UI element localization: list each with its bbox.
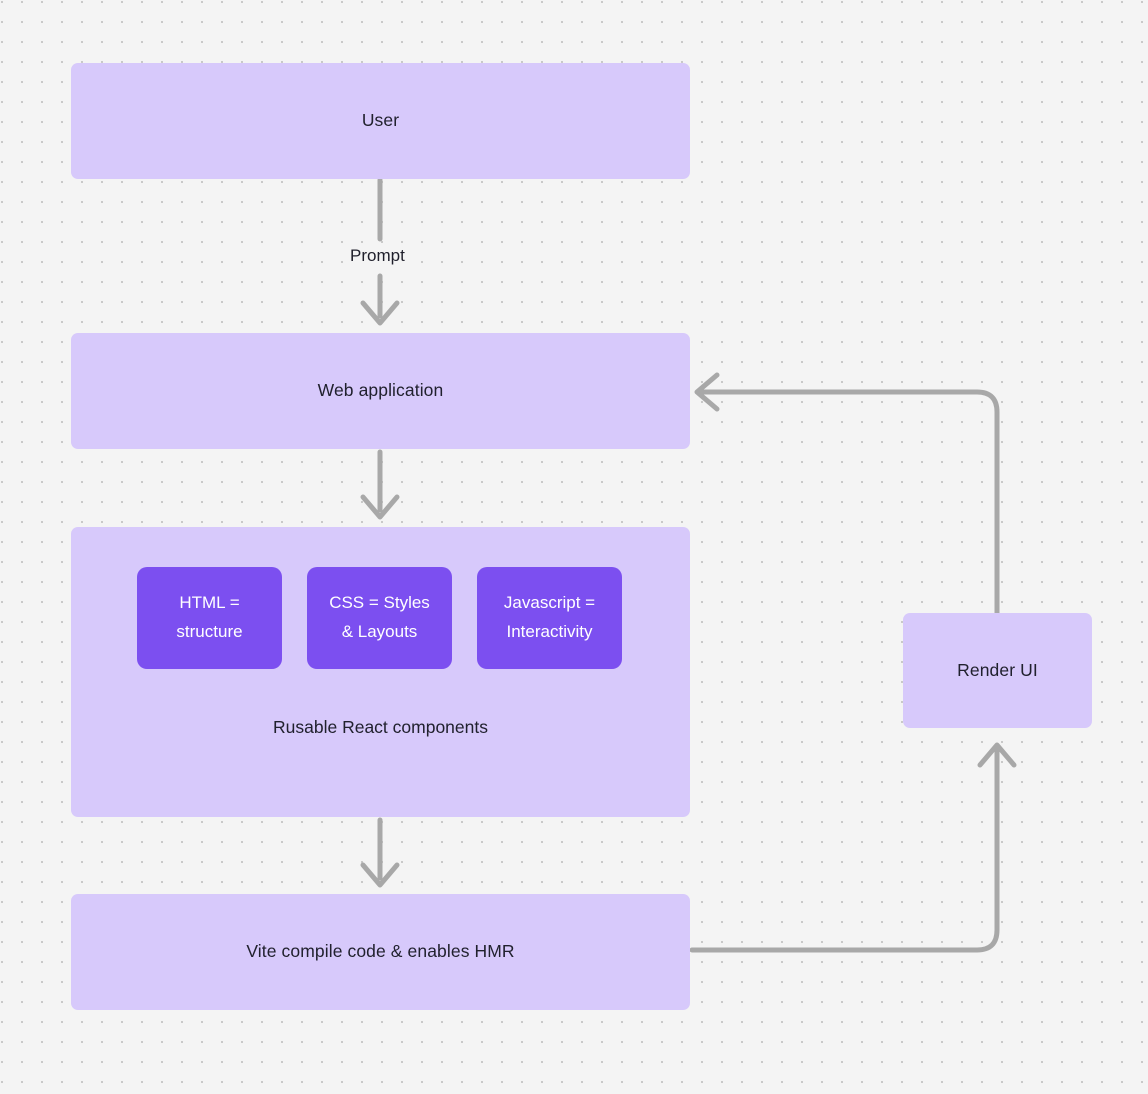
technology-chip-row: HTML = structure CSS = Styles & Layouts Ja… xyxy=(137,567,622,669)
node-render-ui-label: Render UI xyxy=(957,659,1038,680)
node-user[interactable]: User xyxy=(71,63,690,179)
chip-html-label: HTML = structure xyxy=(176,589,242,647)
chip-css[interactable]: CSS = Styles & Layouts xyxy=(307,567,452,669)
node-render-ui[interactable]: Render UI xyxy=(903,613,1092,728)
chip-css-line2: & Layouts xyxy=(341,622,418,641)
node-vite[interactable]: Vite compile code & enables HMR xyxy=(71,894,690,1010)
arrowhead-icon xyxy=(694,372,720,412)
node-vite-label: Vite compile code & enables HMR xyxy=(246,941,515,962)
node-web-application-label: Web application xyxy=(317,380,444,401)
chip-css-line1: CSS = Styles xyxy=(329,593,430,613)
arrowhead-icon xyxy=(360,862,400,888)
chip-html-line1: HTML = xyxy=(179,593,240,613)
node-react-components-caption: Rusable React components xyxy=(273,717,488,737)
arrowhead-icon xyxy=(360,300,400,326)
node-user-label: User xyxy=(361,110,400,131)
edge-label-prompt: Prompt xyxy=(343,245,412,267)
node-react-components[interactable]: HTML = structure CSS = Styles & Layouts Ja… xyxy=(71,527,690,817)
node-web-application[interactable]: Web application xyxy=(71,333,690,449)
edge-render-to-webapp xyxy=(694,372,1000,616)
chip-javascript-line2: Interactivity xyxy=(506,622,593,641)
chip-css-label: CSS = Styles & Layouts xyxy=(329,589,430,647)
edge-components-to-vite xyxy=(360,817,400,888)
edge-vite-to-render-path xyxy=(689,745,1000,953)
arrowhead-icon xyxy=(360,494,400,520)
arrowhead-icon xyxy=(977,742,1017,768)
chip-javascript-label: Javascript = Interactivity xyxy=(504,589,595,647)
chip-javascript-line1: Javascript = xyxy=(503,593,596,613)
edge-webapp-to-components xyxy=(360,449,400,520)
chip-html-line2: structure xyxy=(176,622,243,641)
chip-javascript[interactable]: Javascript = Interactivity xyxy=(477,567,622,669)
edge-render-to-webapp-path xyxy=(697,389,1000,616)
edge-vite-to-render xyxy=(689,742,1017,953)
chip-html[interactable]: HTML = structure xyxy=(137,567,282,669)
